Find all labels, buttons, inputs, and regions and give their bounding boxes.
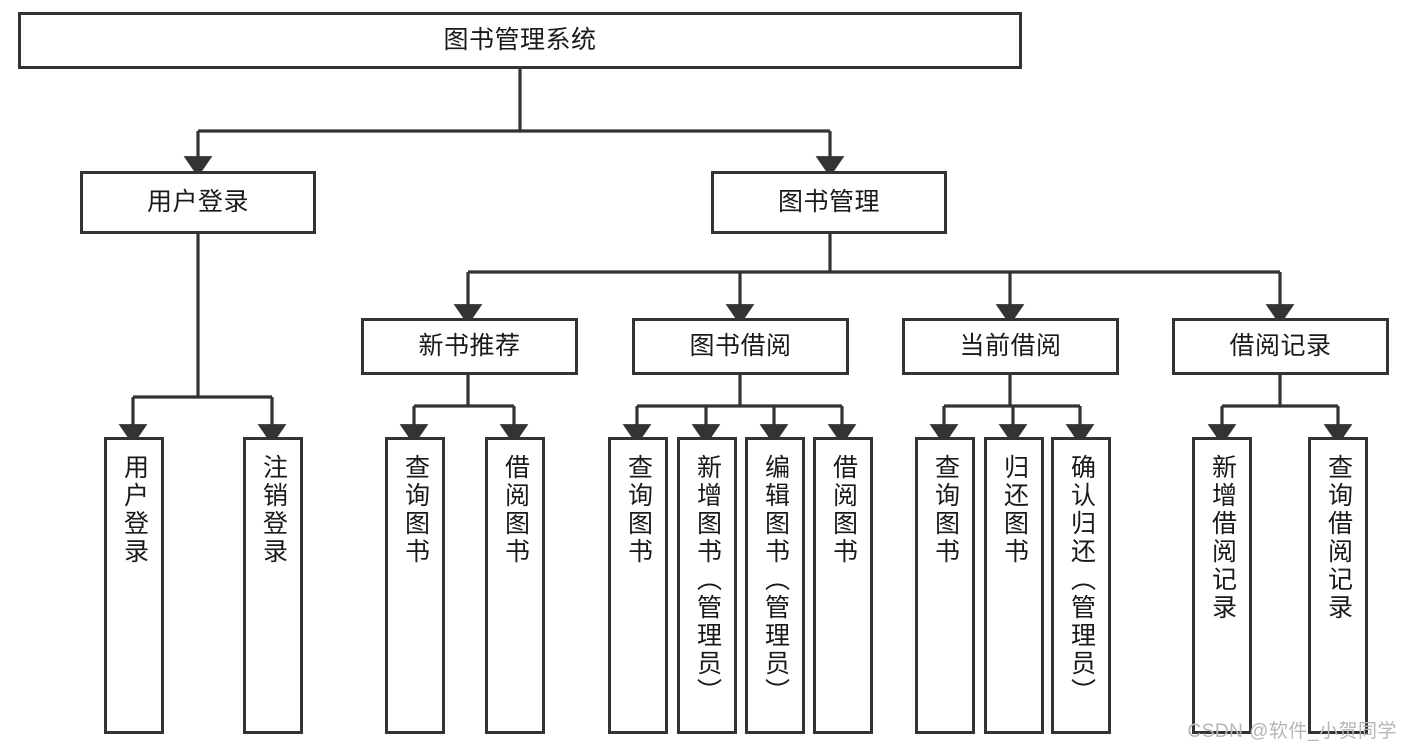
node-label: 新增图书（管理员） bbox=[693, 454, 722, 706]
node-user-login[interactable]: 用户登录 bbox=[80, 171, 316, 234]
node-book-borrowing[interactable]: 图书借阅 bbox=[632, 318, 849, 375]
node-label: 新书推荐 bbox=[418, 331, 521, 360]
node-label: 编辑图书（管理员） bbox=[761, 454, 790, 706]
node-leaf-query-book-current[interactable]: 查询图书 bbox=[915, 437, 975, 734]
node-borrowing-record[interactable]: 借阅记录 bbox=[1172, 318, 1389, 375]
node-label: 查询图书 bbox=[931, 454, 960, 566]
node-leaf-confirm-return-admin[interactable]: 确认归还（管理员） bbox=[1051, 437, 1111, 734]
node-label: 查询图书 bbox=[401, 454, 430, 566]
node-label: 当前借阅 bbox=[959, 331, 1062, 360]
node-leaf-query-borrow-record[interactable]: 查询借阅记录 bbox=[1308, 437, 1368, 734]
node-label: 查询借阅记录 bbox=[1324, 454, 1353, 622]
watermark-text: CSDN @软件_小贺同学 bbox=[1187, 721, 1397, 742]
node-leaf-borrow-book-newbook[interactable]: 借阅图书 bbox=[485, 437, 545, 734]
node-leaf-add-borrow-record[interactable]: 新增借阅记录 bbox=[1192, 437, 1252, 734]
node-label: 图书管理 bbox=[777, 187, 880, 216]
node-label: 确认归还（管理员） bbox=[1067, 454, 1096, 706]
node-current-borrowing[interactable]: 当前借阅 bbox=[902, 318, 1119, 375]
node-leaf-logout[interactable]: 注销登录 bbox=[243, 437, 303, 734]
node-label: 新增借阅记录 bbox=[1208, 454, 1237, 622]
node-leaf-user-login[interactable]: 用户登录 bbox=[104, 437, 164, 734]
node-leaf-add-book-admin[interactable]: 新增图书（管理员） bbox=[677, 437, 737, 734]
node-label: 归还图书 bbox=[1000, 454, 1029, 566]
node-new-book-recommendation[interactable]: 新书推荐 bbox=[361, 318, 578, 375]
node-label: 图书管理系统 bbox=[443, 25, 597, 54]
node-leaf-query-book-borrow[interactable]: 查询图书 bbox=[608, 437, 668, 734]
node-leaf-return-book[interactable]: 归还图书 bbox=[984, 437, 1044, 734]
node-label: 图书借阅 bbox=[689, 331, 792, 360]
node-label: 查询图书 bbox=[624, 454, 653, 566]
node-label: 借阅图书 bbox=[829, 454, 858, 566]
node-book-management[interactable]: 图书管理 bbox=[711, 171, 947, 234]
node-label: 注销登录 bbox=[259, 454, 288, 566]
node-label: 用户登录 bbox=[146, 187, 249, 216]
node-label: 用户登录 bbox=[120, 454, 149, 566]
node-leaf-edit-book-admin[interactable]: 编辑图书（管理员） bbox=[745, 437, 805, 734]
node-label: 借阅图书 bbox=[501, 454, 530, 566]
node-leaf-borrow-book-borrow[interactable]: 借阅图书 bbox=[813, 437, 873, 734]
node-label: 借阅记录 bbox=[1229, 331, 1332, 360]
node-leaf-query-book-newbook[interactable]: 查询图书 bbox=[385, 437, 445, 734]
node-root-book-management-system[interactable]: 图书管理系统 bbox=[18, 12, 1022, 69]
